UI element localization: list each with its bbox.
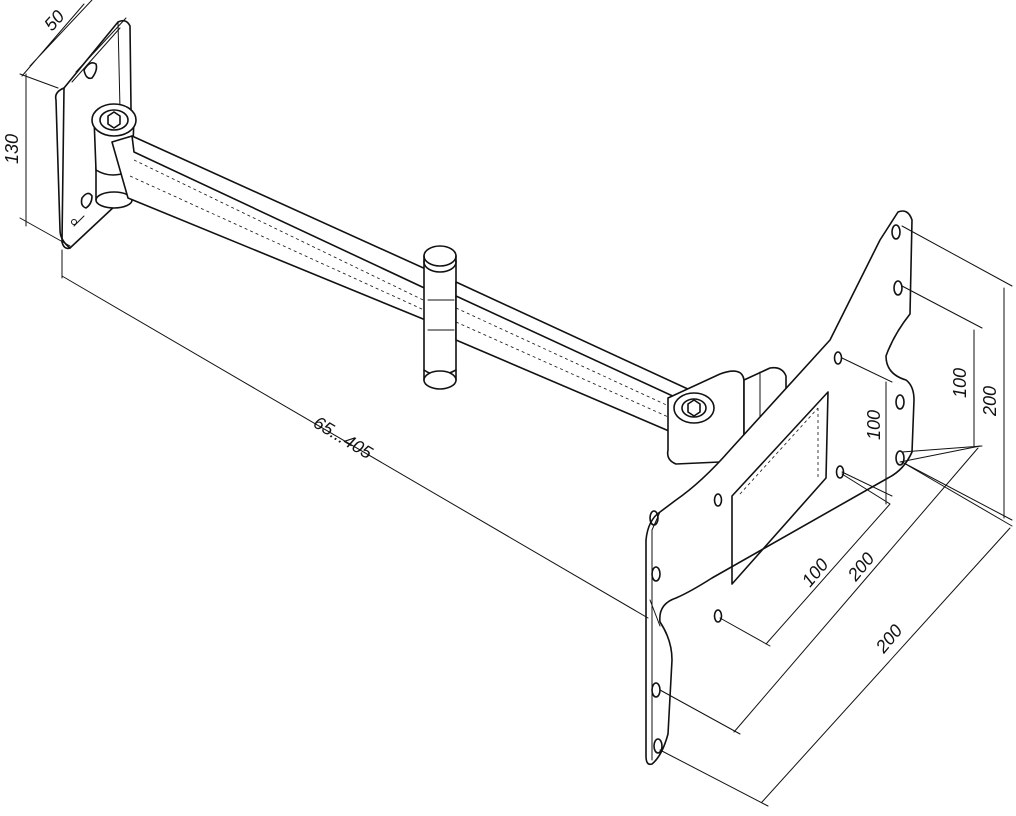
dim-arm-extension: 65...405: [310, 412, 377, 463]
dim-wall-plate-depth: 50: [40, 6, 68, 34]
dimension-lines: [19, 0, 1013, 807]
dim-inner-vertical-side: 100: [864, 410, 884, 440]
dim-wall-plate-height: 130: [2, 134, 22, 164]
dim-outer-horizontal-bottom: 200: [871, 621, 906, 658]
dim-inner-vertical-spacing: 100: [950, 368, 970, 398]
dim-inner-horizontal: 100: [798, 555, 833, 591]
dim-outer-vertical-spacing: 200: [980, 386, 1000, 417]
dim-outer-horizontal-top: 200: [843, 549, 878, 586]
vesa-plate: [645, 210, 915, 766]
middle-pivot: [423, 245, 457, 390]
second-arm: [455, 281, 691, 441]
first-arm: [111, 135, 451, 331]
